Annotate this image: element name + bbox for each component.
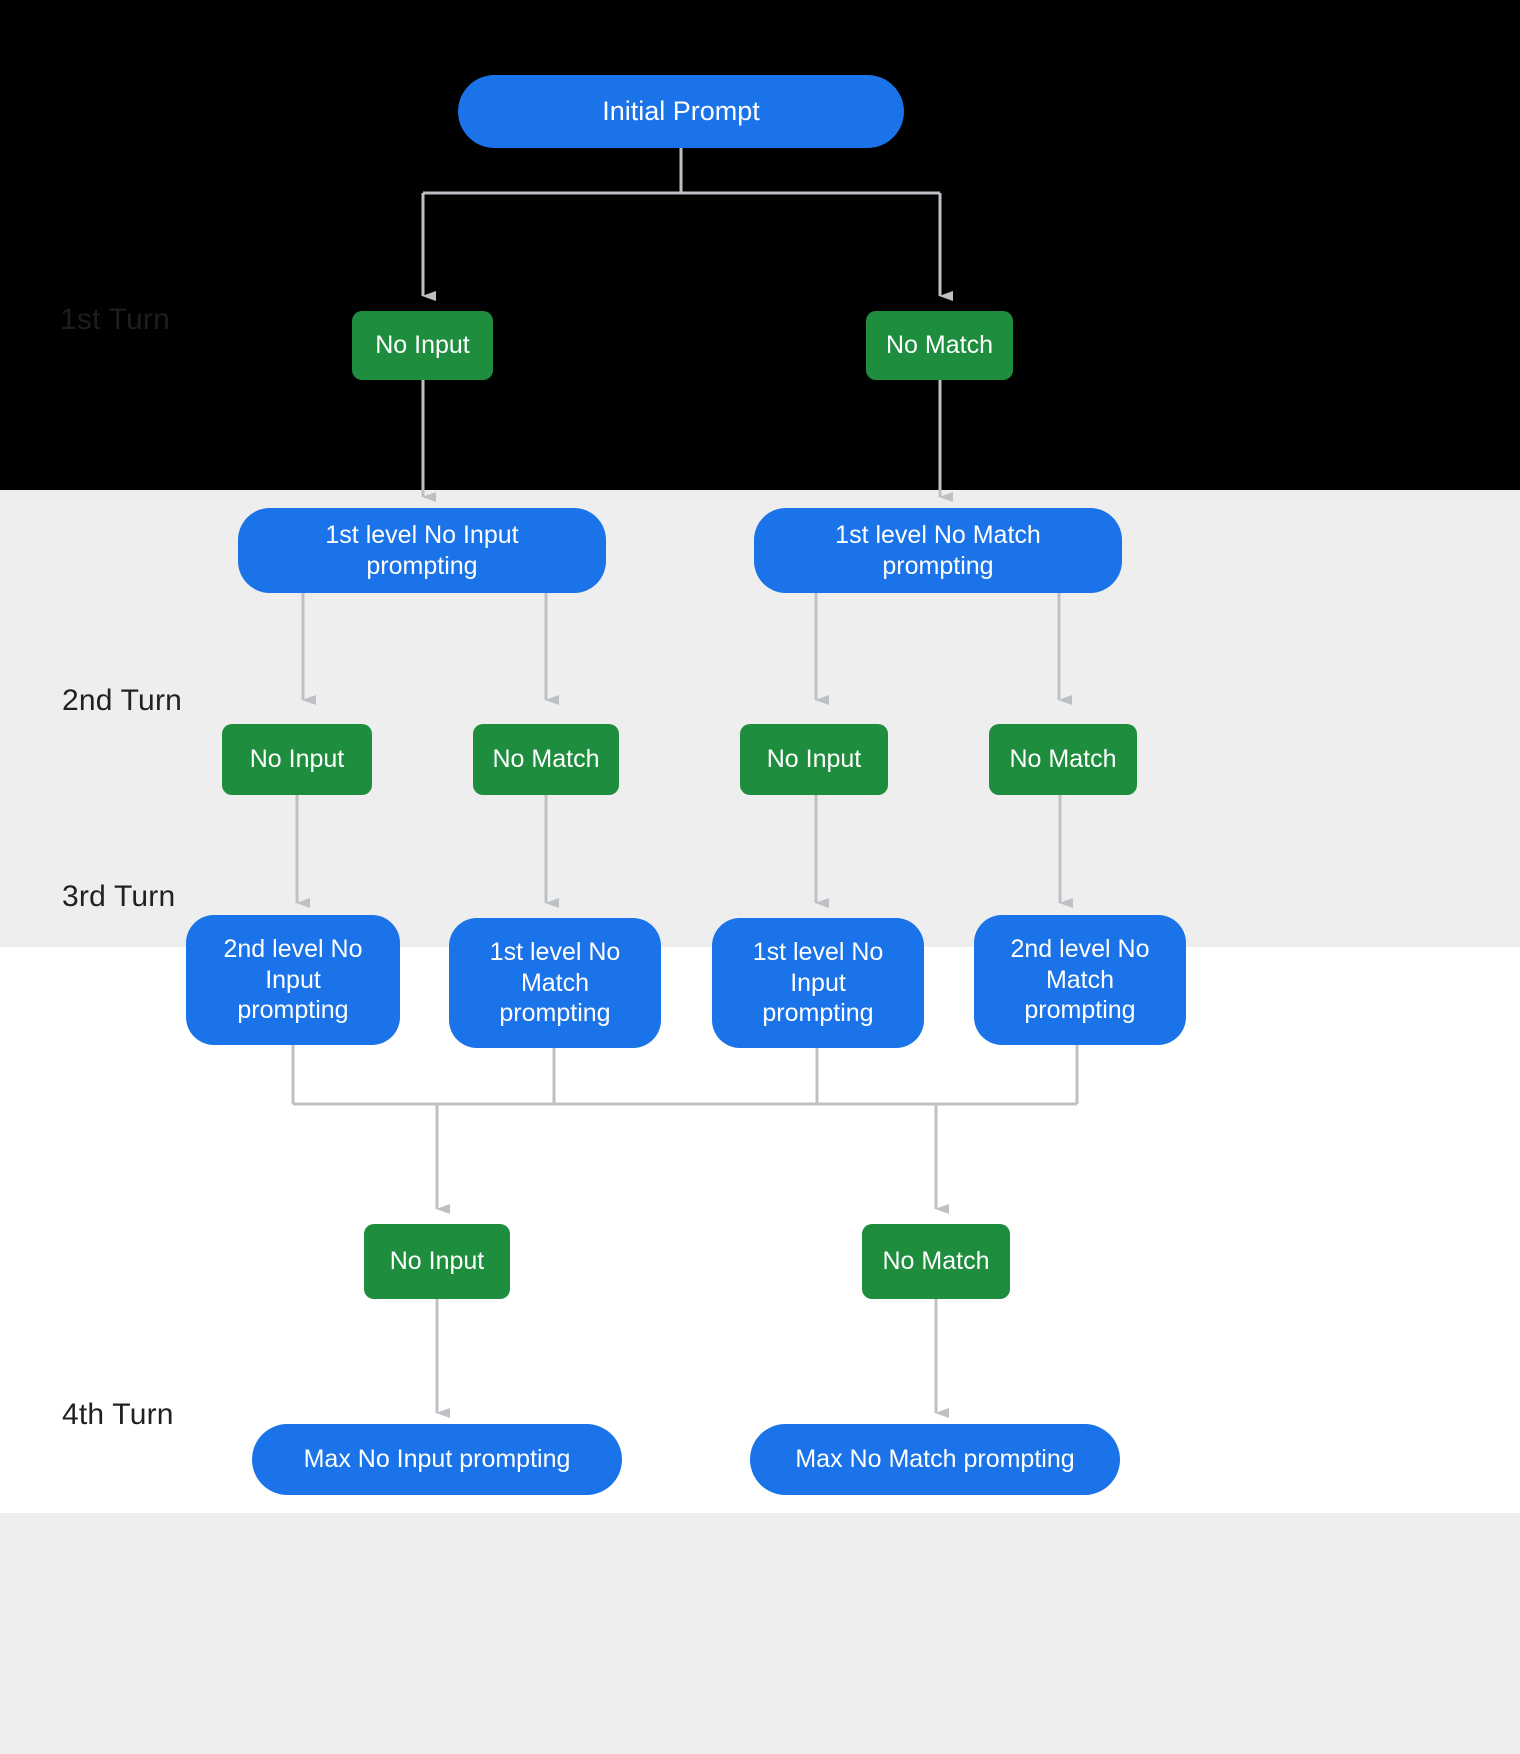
node-t1-no-match[interactable]: No Match: [866, 311, 1013, 380]
node-label: No Match: [882, 1247, 990, 1276]
node-label: 1st level No Match prompting: [489, 938, 621, 1028]
node-label: No Input: [389, 1247, 485, 1276]
turn-label-2nd: 2nd Turn: [62, 684, 183, 717]
node-t2-no-input-b[interactable]: No Input: [740, 724, 888, 795]
node-initial-prompt[interactable]: Initial Prompt: [458, 75, 904, 148]
node-label: Initial Prompt: [602, 96, 760, 127]
turn-label-3rd: 3rd Turn: [62, 880, 176, 913]
node-label: 1st level No Input prompting: [752, 938, 884, 1028]
node-1st-level-no-input-prompting-t3[interactable]: 1st level No Input prompting: [712, 918, 924, 1048]
node-label: No Match: [886, 331, 993, 360]
node-t1-no-input[interactable]: No Input: [352, 311, 493, 380]
node-t3-no-match[interactable]: No Match: [862, 1224, 1010, 1299]
node-1st-level-no-match-prompting[interactable]: 1st level No Match prompting: [754, 508, 1122, 593]
node-t2-no-input-a[interactable]: No Input: [222, 724, 372, 795]
turn-label-4th: 4th Turn: [62, 1398, 174, 1431]
node-2nd-level-no-input-prompting[interactable]: 2nd level No Input prompting: [186, 915, 400, 1045]
node-max-no-input-prompting[interactable]: Max No Input prompting: [252, 1424, 622, 1495]
node-label: Max No Input prompting: [303, 1445, 571, 1474]
node-label: No Match: [492, 745, 600, 774]
node-label: No Input: [249, 745, 345, 774]
band-4th-turn: [0, 1513, 1520, 1754]
node-label: 1st level No Input prompting: [325, 521, 519, 580]
node-t2-no-match-b[interactable]: No Match: [989, 724, 1137, 795]
node-label: 1st level No Match prompting: [835, 521, 1041, 580]
node-t3-no-input[interactable]: No Input: [364, 1224, 510, 1299]
band-1st-turn: [0, 0, 1520, 490]
node-label: 2nd level No Match prompting: [1010, 935, 1150, 1025]
node-label: No Match: [1009, 745, 1117, 774]
node-label: 2nd level No Input prompting: [223, 935, 363, 1025]
turn-label-1st: 1st Turn: [60, 303, 170, 336]
node-label: Max No Match prompting: [795, 1445, 1075, 1474]
node-t2-no-match-a[interactable]: No Match: [473, 724, 619, 795]
node-2nd-level-no-match-prompting[interactable]: 2nd level No Match prompting: [974, 915, 1186, 1045]
node-1st-level-no-match-prompting-t3[interactable]: 1st level No Match prompting: [449, 918, 661, 1048]
node-label: No Input: [766, 745, 862, 774]
node-1st-level-no-input-prompting[interactable]: 1st level No Input prompting: [238, 508, 606, 593]
node-max-no-match-prompting[interactable]: Max No Match prompting: [750, 1424, 1120, 1495]
node-label: No Input: [375, 331, 470, 360]
